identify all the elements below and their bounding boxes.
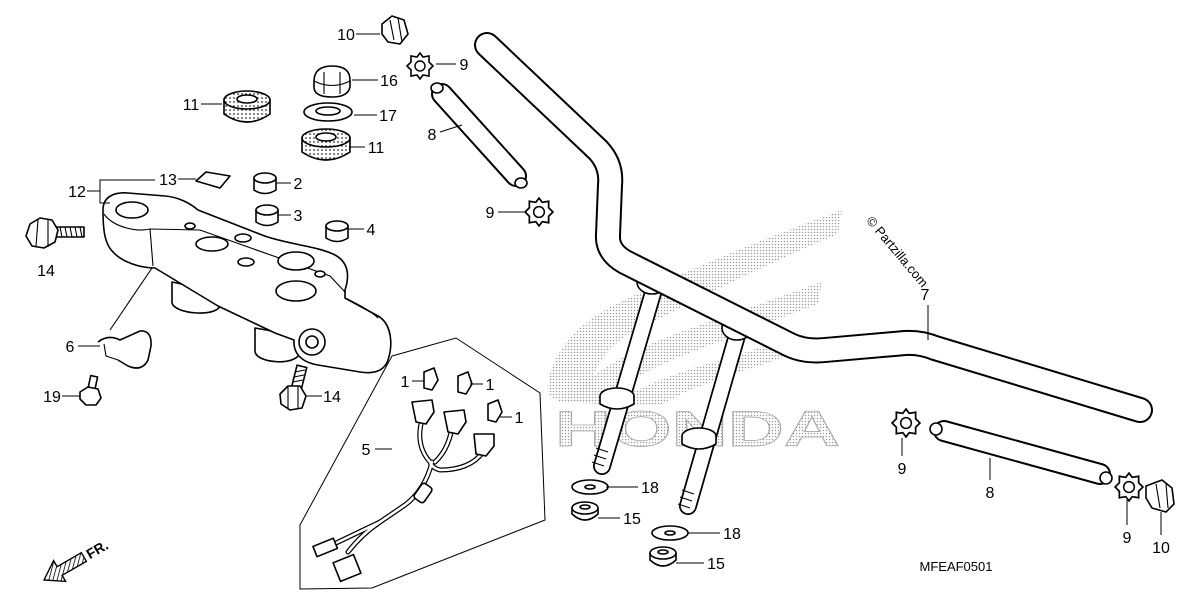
callout-18-right: 18 xyxy=(723,526,741,543)
callout-17: 17 xyxy=(379,108,397,125)
callout-14-left: 14 xyxy=(37,263,55,280)
callout-9-end: 9 xyxy=(1123,530,1132,547)
callout-14-lower: 14 xyxy=(323,389,341,406)
callout-10-clip-top: 10 xyxy=(337,27,355,44)
switch-terminal-1a xyxy=(423,367,439,391)
front-arrow-icon xyxy=(42,551,88,583)
callout-8-right: 8 xyxy=(986,485,995,502)
callout-7: 7 xyxy=(921,287,930,304)
plug-2 xyxy=(253,172,277,195)
callout-16: 16 xyxy=(380,73,398,90)
front-direction-indicator: FR. xyxy=(42,537,111,583)
callout-11-left: 11 xyxy=(183,97,200,114)
top-bridge xyxy=(102,192,392,374)
washer-18-right xyxy=(651,525,689,541)
callout-15-right: 15 xyxy=(707,556,725,573)
copyright-text: © Partzilla.com xyxy=(863,213,931,290)
pinch-bolt-lower xyxy=(279,364,308,411)
washer-18-left xyxy=(571,479,609,495)
callout-5: 5 xyxy=(362,442,371,459)
callout-9-right: 9 xyxy=(898,461,907,478)
washer-17 xyxy=(303,102,353,122)
serrated-nut-end xyxy=(1114,472,1144,502)
callout-1b: 1 xyxy=(486,377,495,394)
rubber-mount-left xyxy=(223,90,271,123)
callout-19: 19 xyxy=(43,389,61,406)
callout-15-left: 15 xyxy=(623,511,641,528)
wire-clamp xyxy=(97,267,153,369)
switch-harness xyxy=(312,399,495,583)
serrated-nut-lower xyxy=(524,197,554,227)
pinch-bolt-left xyxy=(25,217,85,249)
callout-9-lower: 9 xyxy=(486,205,495,222)
callout-6: 6 xyxy=(66,339,75,356)
plug-4 xyxy=(325,220,349,243)
handlebar-riser-left xyxy=(591,269,668,475)
rubber-pad xyxy=(195,171,231,189)
bar-end-weight-right xyxy=(929,420,1113,485)
callout-10-clip-right: 10 xyxy=(1152,540,1170,557)
callout-11-right: 11 xyxy=(368,140,385,157)
callout-18-left: 18 xyxy=(641,480,659,497)
flange-nut-15-left xyxy=(571,501,599,521)
flange-nut-15-right xyxy=(649,546,677,567)
harness-group-outline xyxy=(299,337,546,590)
bar-end-weight-top xyxy=(430,82,528,189)
serrated-nut-top xyxy=(406,52,434,80)
callout-9-nut-top: 9 xyxy=(460,57,469,74)
front-direction-label: FR. xyxy=(83,537,111,562)
switch-terminal-1c xyxy=(487,399,503,423)
callout-12: 12 xyxy=(68,184,86,201)
serrated-nut-right xyxy=(891,408,921,438)
plug-3 xyxy=(255,204,279,227)
bolt-19 xyxy=(79,374,102,406)
figure-code: MFEAF0501 xyxy=(920,559,993,574)
callout-4: 4 xyxy=(367,222,376,239)
stem-cap-nut xyxy=(313,65,351,98)
callout-3: 3 xyxy=(294,208,303,225)
callout-13: 13 xyxy=(159,172,177,189)
callout-1a: 1 xyxy=(401,374,410,391)
leader-lines xyxy=(62,33,1162,564)
switch-terminal-1b xyxy=(457,371,473,395)
clip-top xyxy=(381,15,409,45)
handlebar xyxy=(474,32,1153,423)
callout-labels: 10 9 16 11 17 11 8 13 12 2 3 4 14 9 6 19… xyxy=(37,27,1170,573)
callout-2: 2 xyxy=(294,176,303,193)
clip-right xyxy=(1145,479,1175,513)
callout-1c: 1 xyxy=(515,410,524,427)
callout-8-top: 8 xyxy=(428,127,437,144)
rubber-mount-right xyxy=(301,128,351,161)
